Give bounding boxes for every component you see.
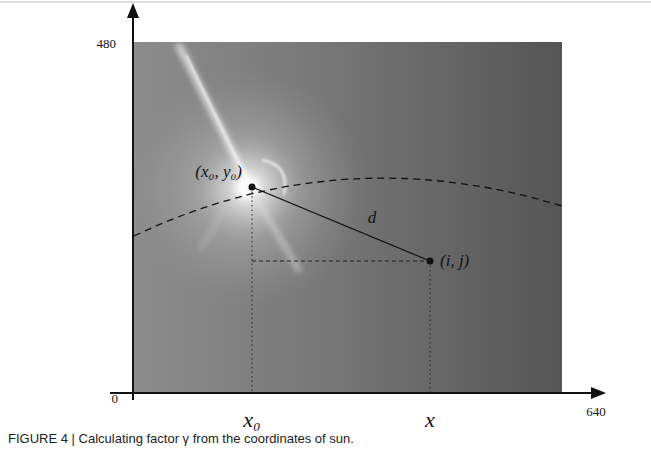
x-guide <box>430 261 431 393</box>
x-tick-label: x <box>425 408 435 432</box>
axis-max-y: 480 <box>97 37 117 51</box>
x-axis <box>110 392 594 394</box>
sun-coordinate: (x₀, y₀) <box>195 163 242 182</box>
axis-origin: 0 <box>112 392 119 406</box>
x0-guide <box>252 187 253 393</box>
x0-tick-label: x₀ <box>243 408 260 432</box>
pixel-point <box>427 258 434 265</box>
top-rule <box>0 2 651 3</box>
sun-glare <box>128 44 368 308</box>
y-axis <box>132 14 134 400</box>
axis-max-x: 640 <box>586 405 606 419</box>
pixel-coordinate: (i, j) <box>440 252 469 271</box>
x-axis-arrow <box>591 387 606 399</box>
distance-label: d <box>368 209 377 228</box>
distance-line <box>252 187 430 261</box>
figure-caption: FIGURE 4 | Calculating factor γ from the… <box>8 432 354 446</box>
horizontal-guide <box>252 261 430 262</box>
y-axis-arrow <box>127 3 139 18</box>
sun-point <box>249 184 256 191</box>
